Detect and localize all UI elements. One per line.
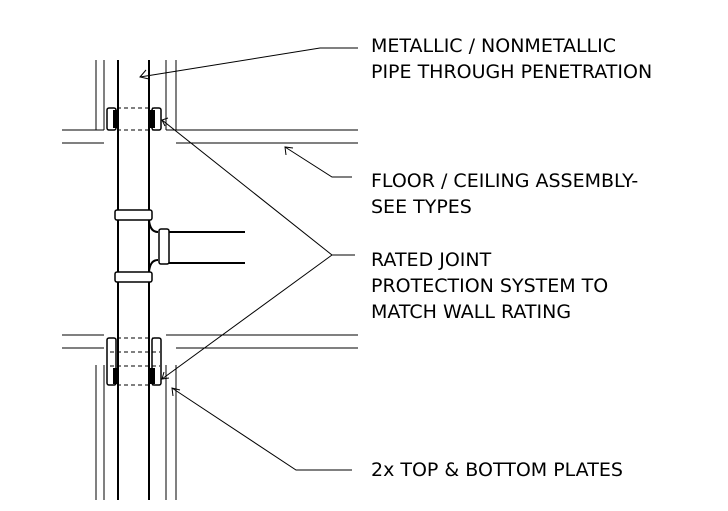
callout-joint-line1: RATED JOINT [371,249,492,271]
callout-plates-line1: 2x TOP & BOTTOM PLATES [371,459,623,481]
callout-joint: RATED JOINT PROTECTION SYSTEM TO MATCH W… [371,247,608,325]
leader-pipe [139,47,358,80]
leader-plates [171,387,352,471]
top-bottom-plates [106,107,162,386]
leader-joint [161,117,355,380]
callout-joint-line2: PROTECTION SYSTEM TO [371,275,609,297]
callout-floor: FLOOR / CEILING ASSEMBLY- SEE TYPES [371,168,638,220]
callout-pipe: METALLIC / NONMETALLIC PIPE THROUGH PENE… [371,33,652,85]
leader-floor [284,146,352,178]
callout-joint-line3: MATCH WALL RATING [371,301,572,323]
floor-ceiling-assembly [62,129,358,349]
pipe-tee-fitting [114,209,245,283]
callout-plates: 2x TOP & BOTTOM PLATES [371,457,623,483]
callout-floor-line2: SEE TYPES [371,196,472,218]
callout-pipe-line2: PIPE THROUGH PENETRATION [371,61,653,83]
callout-pipe-line1: METALLIC / NONMETALLIC [371,35,616,57]
callout-floor-line1: FLOOR / CEILING ASSEMBLY- [371,170,639,192]
joint-protection-fill [113,110,155,384]
